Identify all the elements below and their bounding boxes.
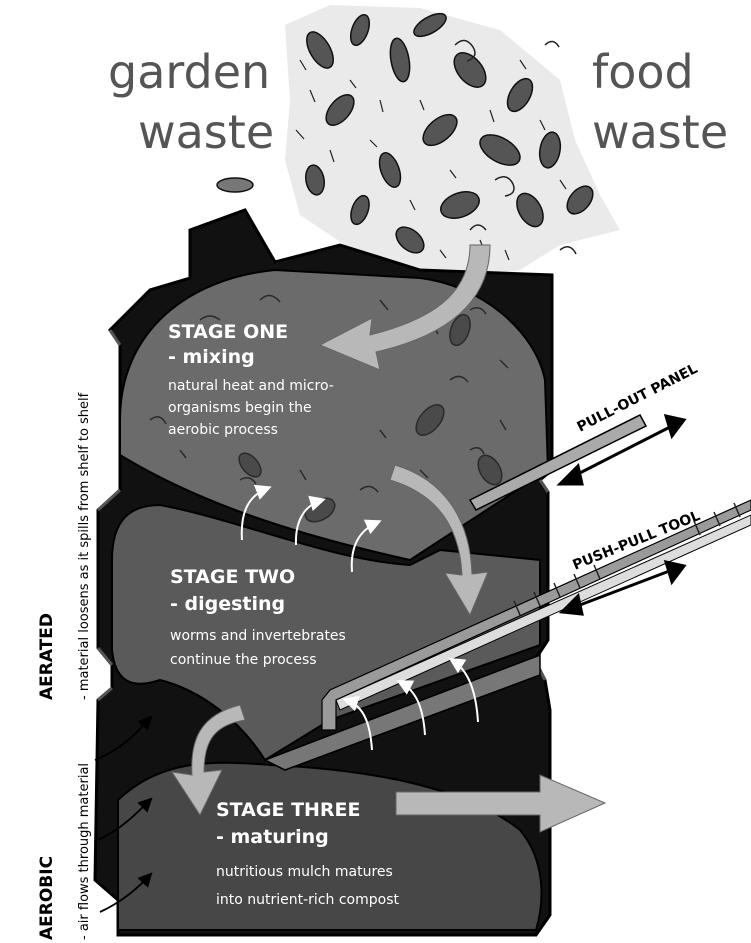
side-label-aerobic-note: - air flows through material	[77, 763, 92, 940]
side-label-aerobic: AEROBIC	[37, 856, 57, 940]
stage-three-desc-line2: into nutrient-rich compost	[216, 892, 399, 908]
flow-arrows	[170, 244, 607, 833]
stage-two-subtitle: - digesting	[170, 593, 285, 615]
stage-one-desc-line1: natural heat and micro-	[168, 378, 334, 394]
waste-pile	[216, 5, 620, 280]
push-pull-tool	[321, 499, 751, 731]
stage-three-subtitle: - maturing	[216, 826, 329, 848]
arrow-stage-one-to-two	[389, 464, 489, 617]
arrow-stage-two-to-three	[170, 704, 246, 817]
stage-three-title: STAGE THREE	[216, 799, 361, 821]
stage-two-chamber	[111, 503, 541, 762]
stage-two-text: STAGE TWO - digesting worms and inverteb…	[170, 566, 346, 668]
header-garden-line1: garden	[108, 45, 270, 99]
arrow-compost-output	[395, 774, 607, 833]
stage-one-subtitle: - mixing	[168, 346, 255, 368]
stage-two-desc-line2: continue the process	[170, 652, 317, 668]
header-food-line1: food	[592, 45, 694, 99]
stage-one-text: STAGE ONE - mixing natural heat and micr…	[168, 321, 334, 438]
side-label-aerated-note: - material loosens as it spills from she…	[77, 392, 92, 700]
header-garden-line2: waste	[138, 105, 274, 159]
double-arrows	[556, 413, 687, 616]
stage-three-desc-line1: nutritious mulch matures	[216, 864, 393, 880]
pull-out-panel	[468, 414, 648, 511]
stage-two-desc-line1: worms and invertebrates	[170, 628, 346, 644]
stage-one-desc-line3: aerobic process	[168, 422, 278, 438]
stage-one-chamber	[119, 268, 550, 562]
air-arrows	[240, 484, 479, 751]
stage-two-title: STAGE TWO	[170, 566, 295, 588]
arrow-into-stage-one	[318, 244, 491, 371]
stage-three-text: STAGE THREE - maturing nutritious mulch …	[216, 799, 399, 908]
stage-one-title: STAGE ONE	[168, 321, 288, 343]
side-label-aerated: AERATED	[37, 613, 57, 700]
outside-air-arrows	[94, 715, 153, 913]
stage-one-desc-line2: organisms begin the	[168, 400, 312, 416]
header-food-line2: waste	[592, 105, 728, 159]
